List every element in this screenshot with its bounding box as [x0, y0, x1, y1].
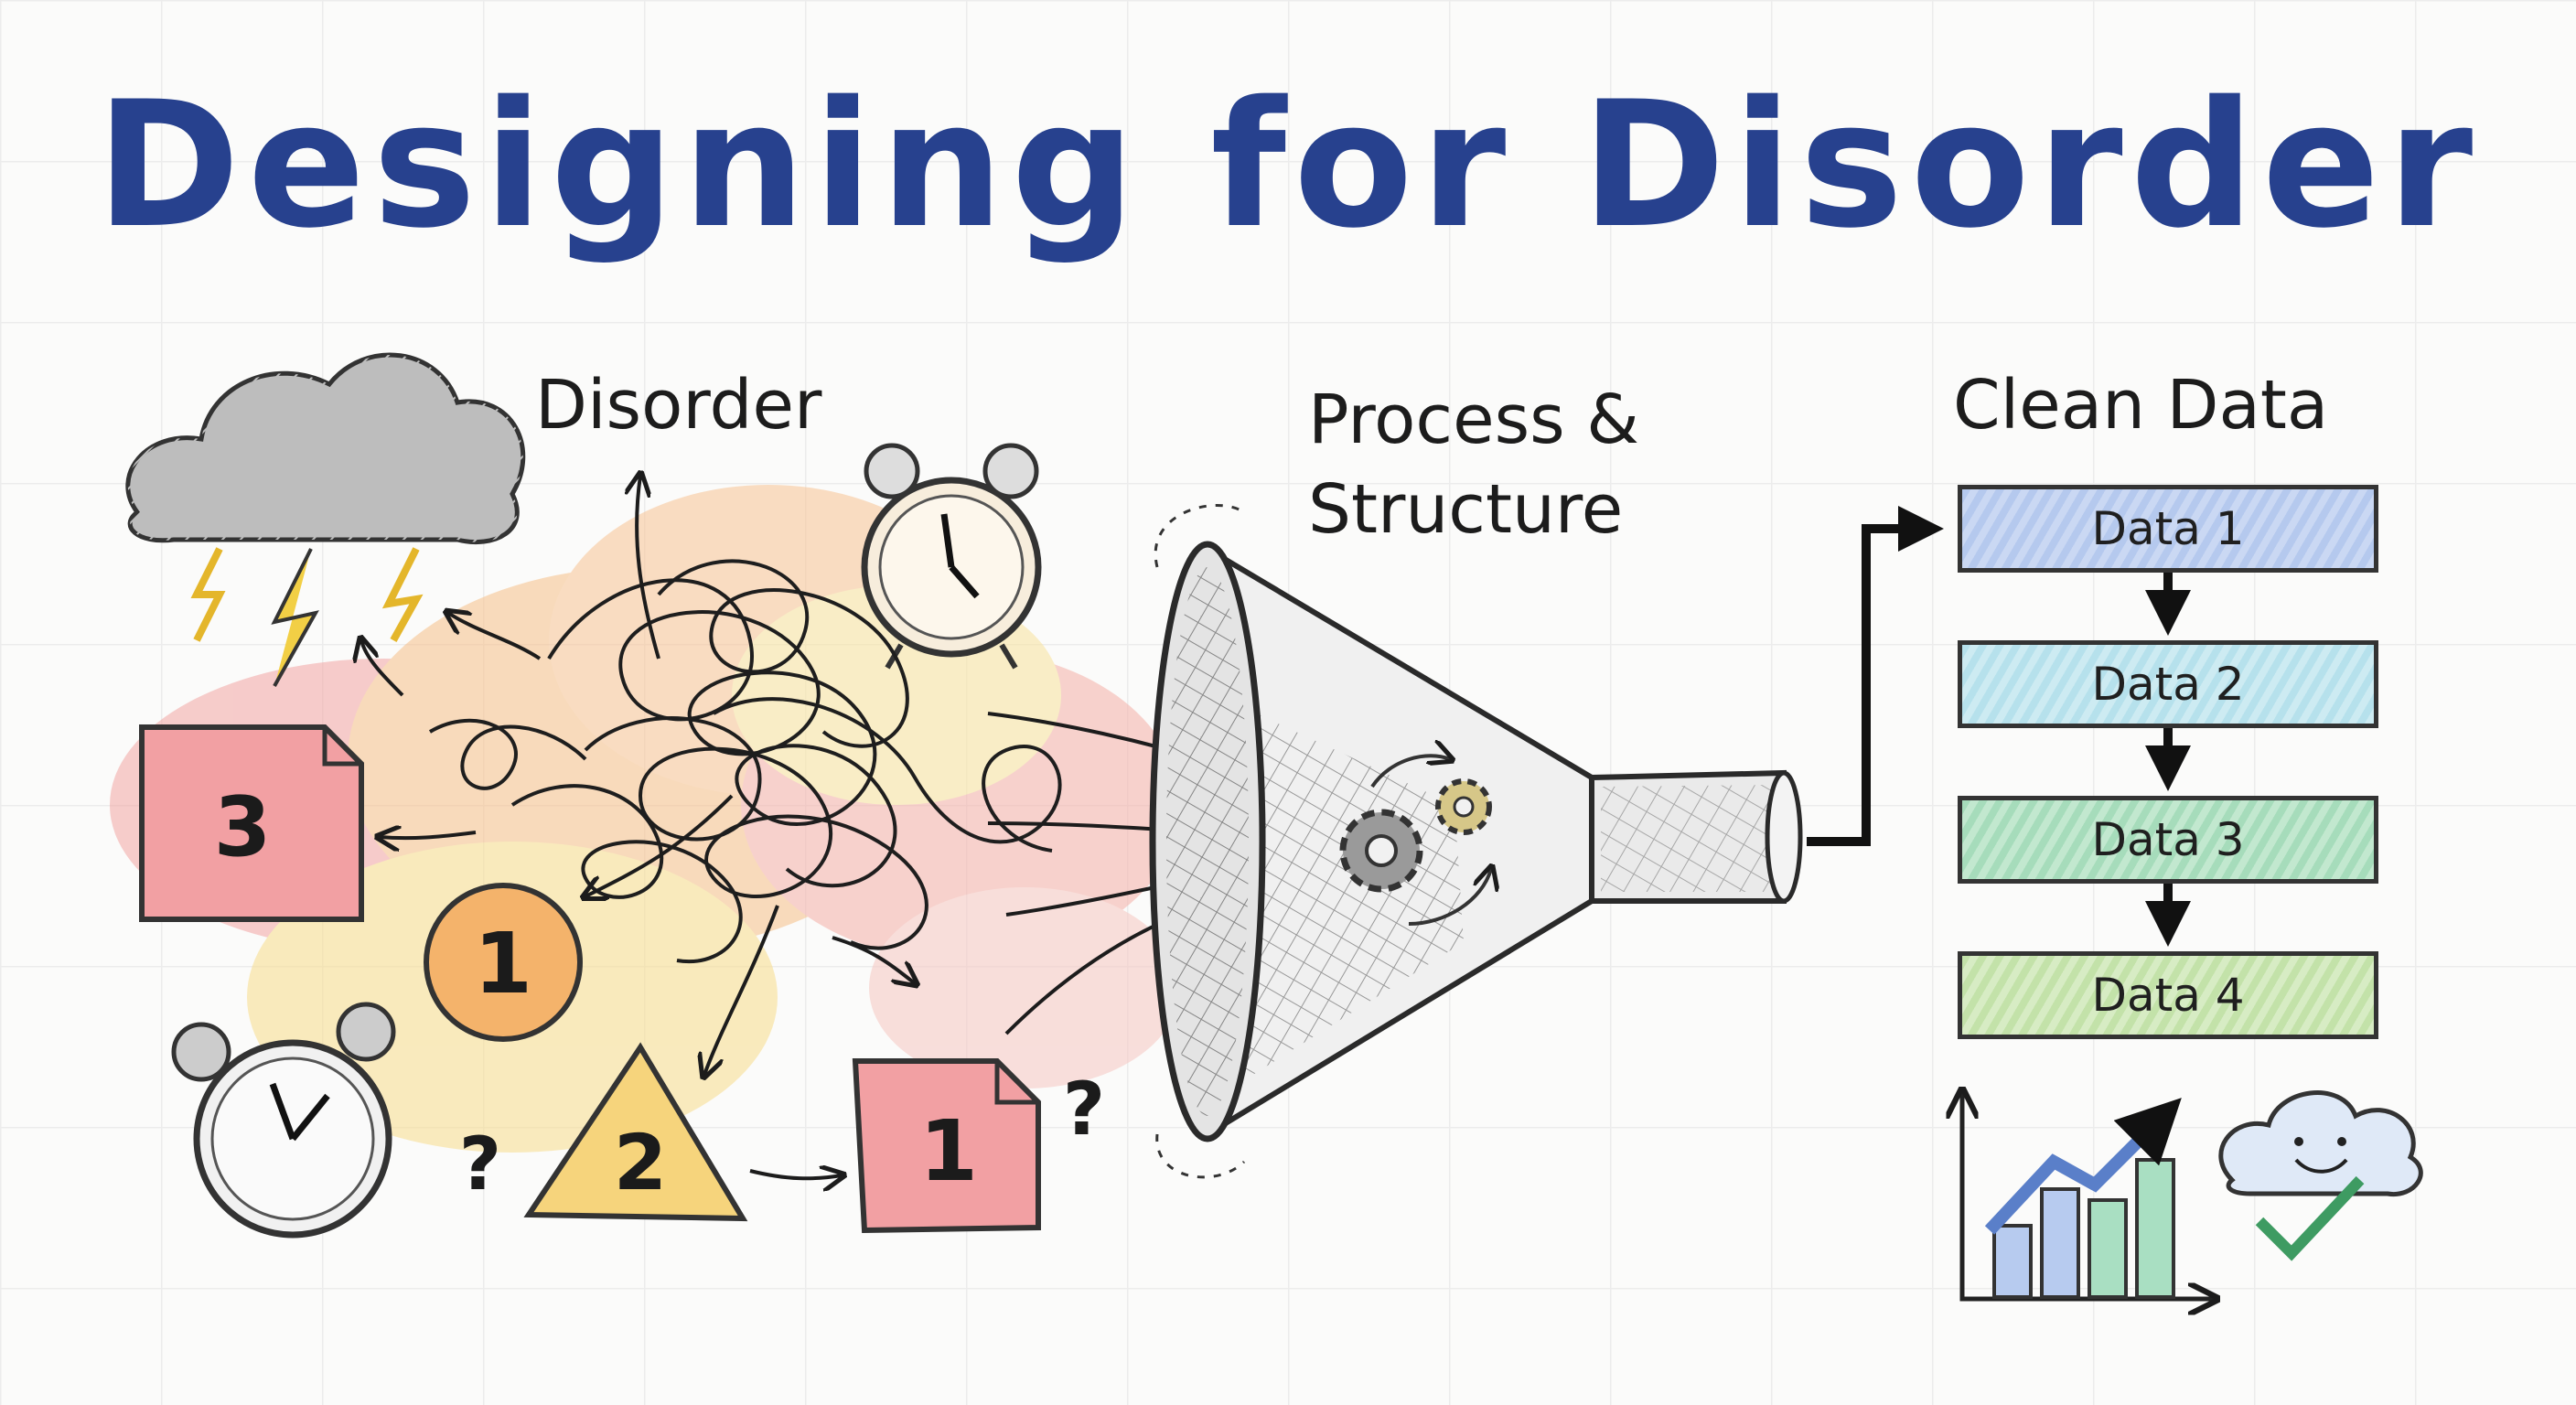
process-label-line2: Structure [1308, 470, 1624, 549]
circle-number: 1 [474, 915, 532, 1013]
storm-cloud-icon [125, 352, 526, 687]
note-number: 3 [214, 779, 272, 875]
question-mark: ? [1063, 1067, 1105, 1152]
alarm-clock-icon [171, 1002, 396, 1239]
gear-icon [1435, 778, 1492, 835]
output-arrow [1807, 506, 1944, 846]
triangle-number: 2 [614, 1118, 667, 1207]
data-box-4: Data 4 [1958, 951, 2378, 1039]
data-box-1: Data 1 [1958, 485, 2378, 573]
gear-icon [1339, 809, 1423, 893]
process-label-line1: Process & [1308, 381, 1639, 459]
alarm-clock-icon [861, 443, 1042, 670]
sticky-note: 1 [852, 1058, 1041, 1234]
data-box-3: Data 3 [1958, 796, 2378, 884]
bar-chart-icon [1962, 1093, 2214, 1299]
check-icon [2255, 1175, 2365, 1261]
numbered-circle: 1 [424, 883, 583, 1042]
note-number: 1 [919, 1102, 978, 1200]
happy-cloud-icon [2218, 1090, 2423, 1196]
question-mark: ? [459, 1121, 501, 1207]
clean-data-label: Clean Data [1953, 366, 2329, 445]
numbered-triangle: 2 [523, 1042, 748, 1222]
data-box-2: Data 2 [1958, 640, 2378, 728]
funnel-icon [1149, 504, 1803, 1179]
sticky-note: 3 [139, 724, 364, 922]
process-structure-label: Process & Structure [1308, 375, 1639, 554]
disorder-label: Disorder [535, 366, 822, 445]
page-title: Designing for Disorder [95, 64, 2481, 266]
